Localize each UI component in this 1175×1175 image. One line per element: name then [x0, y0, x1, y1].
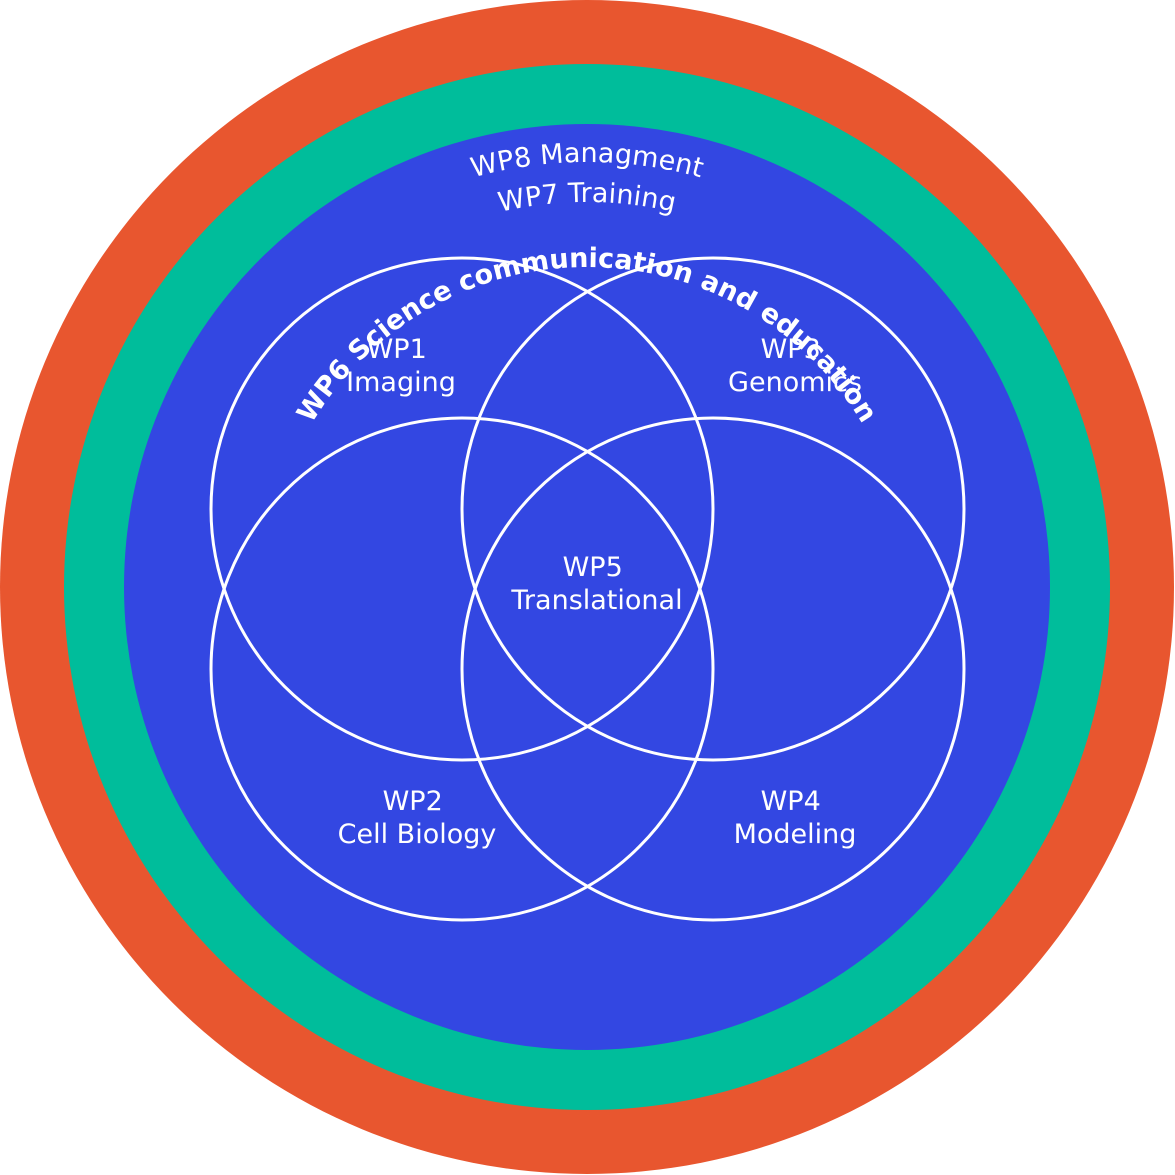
wp2-label: WP2 Cell Biology	[338, 786, 497, 850]
wp5-label: WP5 Translational	[510, 552, 682, 616]
wp3-circle	[460, 256, 966, 762]
wp1-label-line1: WP1	[367, 334, 427, 365]
wp4-label: WP4 Modeling	[734, 786, 857, 850]
wp4-label-line1: WP4	[761, 786, 821, 817]
wp4-label-line2: Modeling	[734, 819, 857, 850]
wp3-label-line2: Genomics	[728, 367, 862, 398]
wp2-label-line2: Cell Biology	[338, 819, 497, 850]
wp3-label: WP3 Genomics	[728, 334, 862, 398]
wp1-label: WP1 Imaging	[346, 334, 456, 398]
wp2-circle	[209, 416, 715, 922]
wp5-label-line2: Translational	[510, 585, 682, 616]
wp1-circle	[209, 256, 715, 762]
wp2-label-line1: WP2	[383, 786, 443, 817]
wp3-label-line1: WP3	[761, 334, 821, 365]
wp1-label-line2: Imaging	[346, 367, 456, 398]
wp5-label-line1: WP5	[563, 552, 623, 583]
wp6-disk	[124, 124, 1050, 1050]
wp4-circle	[460, 416, 966, 922]
